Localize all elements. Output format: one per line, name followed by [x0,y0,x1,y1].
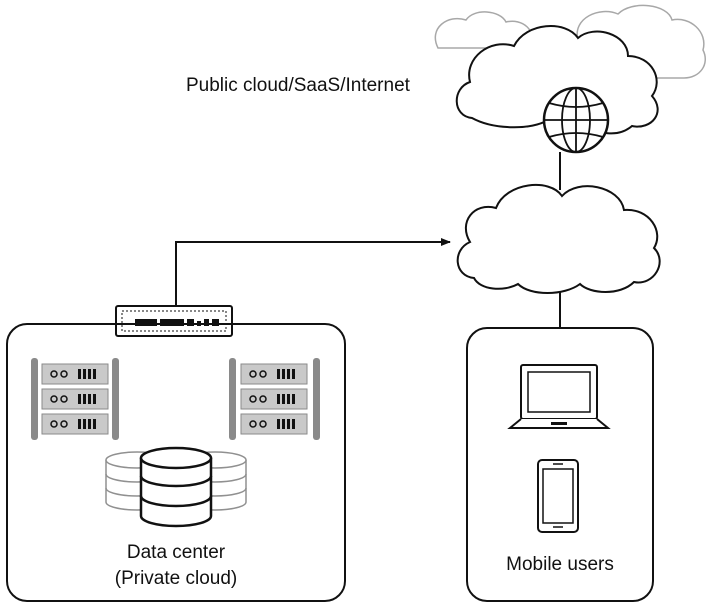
background-cloud-left [434,11,533,49]
laptop-icon [507,364,611,429]
mobile-users-container [466,327,654,602]
globe-icon [542,86,610,154]
private-cloud-label: (Private cloud) [114,568,238,589]
server-unit [41,388,109,410]
firewall-to-gateway-link [175,238,451,306]
server-unit [240,388,308,410]
server-unit [240,363,308,385]
data-center-label: Data center [126,542,226,563]
gateway-cloud-icon [456,183,661,294]
server-unit [41,363,109,385]
data-center-container [6,323,346,602]
database-cylinder-center-icon [139,446,213,528]
server-unit [240,413,308,435]
public-cloud-label: Public cloud/SaaS/Internet [186,75,410,96]
firewall-appliance-icon [115,305,233,337]
server-unit [41,413,109,435]
server-rack-right-icon [229,358,320,440]
server-rack-left-icon [31,358,119,440]
smartphone-icon [537,459,579,533]
mobile-users-label: Mobile users [506,554,614,575]
